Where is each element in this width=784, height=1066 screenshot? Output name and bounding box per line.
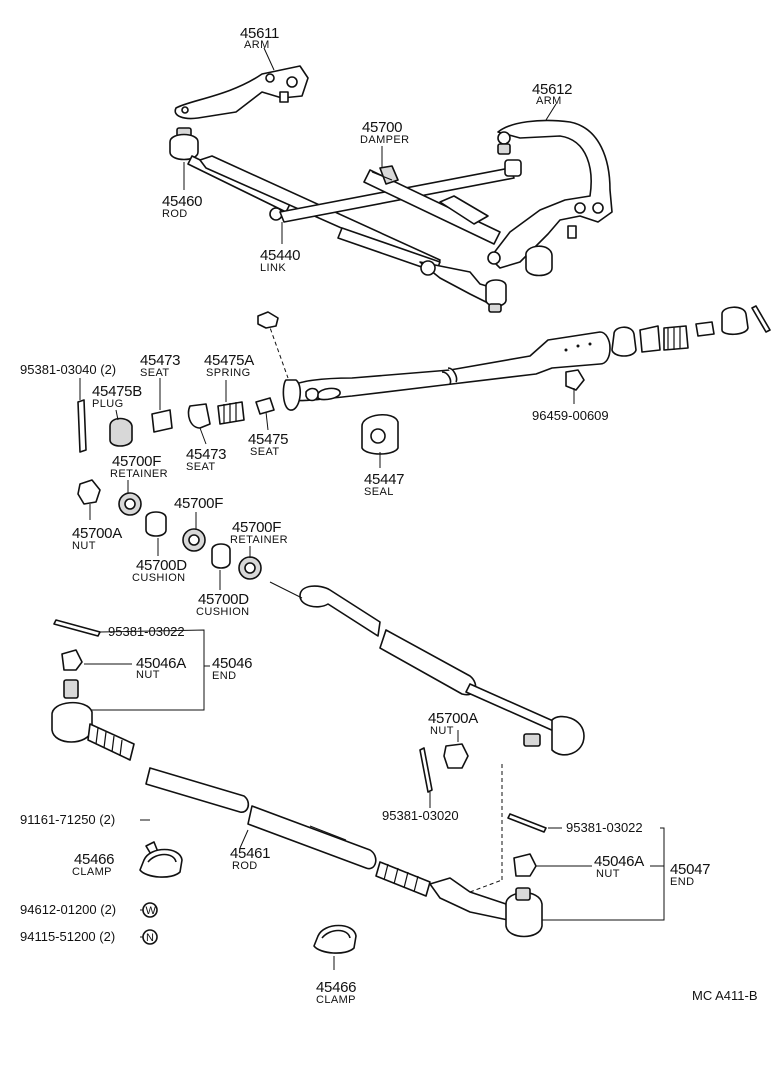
label-45700d-bottom-num: 45700D (198, 591, 249, 608)
center-tube-drawing (282, 331, 611, 411)
clamp-45466-left-drawing (139, 841, 183, 878)
label-91161-num: 91161-71250 (2) (20, 812, 115, 827)
rod-45461-drawing (145, 767, 431, 897)
label-45440-name: LINK (260, 262, 286, 274)
label-45473-bottom-num: 45473 (186, 446, 226, 463)
label-45700d-bottom-name: CUSHION (196, 606, 250, 618)
label-45440-num: 45440 (260, 247, 300, 264)
label-94115-num: 94115-51200 (2) (20, 929, 115, 944)
label-45475-num: 45475 (248, 431, 288, 448)
grease-fitting-96459-drawing (565, 369, 585, 391)
label-45700a-top-num: 45700A (72, 525, 122, 542)
label-45473-bottom-name: SEAT (186, 461, 216, 473)
label-45475b-name: PLUG (92, 398, 124, 410)
label-45461-name: ROD (232, 860, 258, 872)
label-95381-03020-num: 95381-03020 (382, 808, 459, 823)
label-45475b-num: 45475B (92, 383, 142, 400)
label-45700a-mid-num: 45700A (428, 710, 478, 727)
arm-45612-drawing (487, 119, 613, 277)
arm-45611-drawing (174, 65, 309, 120)
label-45466-left-name: CLAMP (72, 866, 112, 878)
label-45612-name: ARM (536, 95, 562, 107)
label-45460-num: 45460 (162, 193, 202, 210)
label-45700-damper-num: 45700 (362, 119, 402, 136)
label-45466-bottom-name: CLAMP (316, 994, 356, 1006)
label-45475a-num: 45475A (204, 352, 254, 369)
label-45460-name: ROD (162, 208, 188, 220)
label-45046a-right-name: NUT (596, 868, 620, 880)
clamp-45466-bottom-drawing (313, 924, 357, 954)
label-95381-03022-left-num: 95381-03022 (108, 624, 185, 639)
cotter-pin-right-drawing (507, 813, 547, 877)
label-45447-num: 45447 (364, 471, 404, 488)
label-45046a-left-num: 45046A (136, 655, 186, 672)
damper-45700-drawing (279, 159, 522, 245)
label-45046-name: END (212, 670, 236, 682)
label-45046a-right-num: 45046A (594, 853, 644, 870)
label-45700f-right-num: 45700F (232, 519, 281, 536)
diagram-code: MC A411-B (692, 988, 758, 1003)
label-45700f-mid-num: 45700F (174, 495, 223, 512)
cotter-pin-left-drawing (53, 619, 101, 671)
label-45475a-name: SPRING (206, 367, 251, 379)
label-45475-name: SEAT (250, 446, 280, 458)
grease-fitting-top-drawing (257, 311, 279, 329)
left-internals-drawing (77, 397, 275, 453)
label-45447-name: SEAL (364, 486, 394, 498)
label-45611-num: 45611 (240, 25, 279, 42)
label-45700f-top-name: RETAINER (110, 468, 168, 480)
dashed-leader-end-join (469, 879, 503, 893)
end-plug-parts-drawing (611, 305, 771, 357)
label-94612-symbol: W (146, 905, 157, 917)
label-45047-name: END (670, 876, 694, 888)
label-45611-name: ARM (244, 39, 270, 51)
label-45700a-mid-name: NUT (430, 725, 454, 737)
label-45612-num: 45612 (532, 81, 572, 98)
label-45700f-right-name: RETAINER (230, 534, 288, 546)
label-45700f-top-num: 45700F (112, 453, 161, 470)
seal-45447-drawing (361, 414, 399, 455)
nut-45700a-mid-drawing (419, 743, 469, 793)
label-95381-03040-num: 95381-03040 (2) (20, 362, 116, 377)
label-45046-num: 45046 (212, 655, 252, 672)
tie-rod-end-45047-drawing (429, 877, 543, 938)
label-45473-top-name: SEAT (140, 367, 170, 379)
label-94612-num: 94612-01200 (2) (20, 902, 116, 917)
label-45461-num: 45461 (230, 845, 270, 862)
dashed-leader-grease-fitting (267, 321, 289, 379)
label-45473-top-num: 45473 (140, 352, 180, 369)
label-45700d-top-name: CUSHION (132, 572, 186, 584)
label-45700a-top-name: NUT (72, 540, 96, 552)
leader-lines (79, 47, 665, 970)
label-95381-03022-right-num: 95381-03022 (566, 820, 643, 835)
label-45466-bottom-num: 45466 (316, 979, 356, 996)
label-96459-num: 96459-00609 (532, 408, 609, 423)
label-45046a-left-name: NUT (136, 669, 160, 681)
label-45700d-top-num: 45700D (136, 557, 187, 574)
cushion-cluster-drawing (77, 479, 262, 580)
label-94115-symbol: N (146, 932, 154, 944)
tie-rod-end-45046-drawing (51, 679, 135, 761)
labels: 45611 ARM 45612 ARM 45700 DAMPER 45460 R… (20, 25, 758, 1006)
damper-rod-lower-drawing (269, 581, 585, 756)
label-45700-damper-name: DAMPER (360, 134, 409, 146)
label-45047-num: 45047 (670, 861, 710, 878)
label-45466-left-num: 45466 (74, 851, 114, 868)
